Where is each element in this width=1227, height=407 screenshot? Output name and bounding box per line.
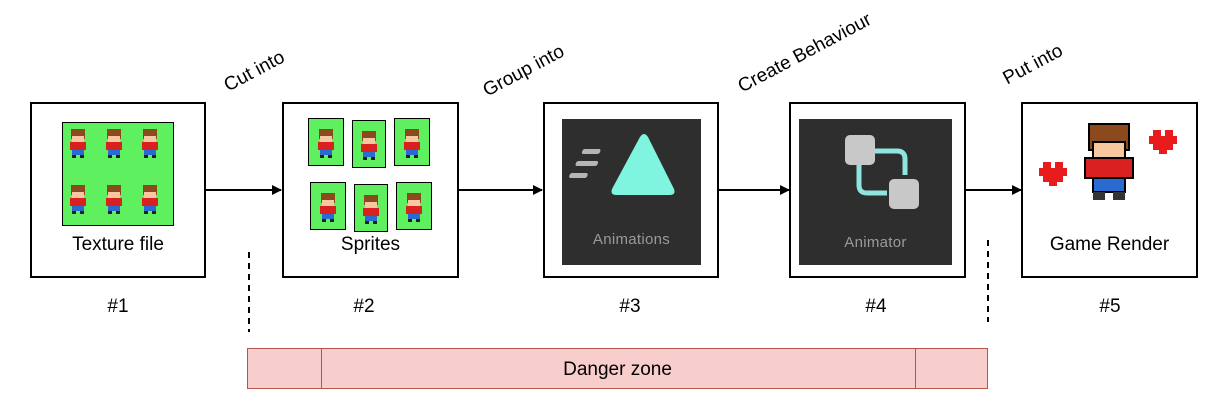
danger-zone-label: Danger zone: [563, 359, 672, 380]
sprite-tile: [308, 118, 344, 166]
node-number-1: #1: [107, 296, 129, 317]
node-number-3: #3: [619, 296, 641, 317]
node-number-2: #2: [353, 296, 375, 317]
node-animations: Animations: [543, 102, 719, 278]
node-texture-file: Texture file: [30, 102, 206, 278]
character-icon: [1084, 123, 1134, 200]
sprite-tile: [396, 182, 432, 230]
sprite-tile: [354, 184, 388, 232]
node-sprites: Sprites: [282, 102, 459, 278]
sprite-tile: [310, 182, 346, 230]
animator-caption: Animator: [844, 234, 907, 251]
node-animator: Animator: [789, 102, 966, 278]
node-game-render: Game Render: [1021, 102, 1198, 278]
node-number-4: #4: [865, 296, 887, 317]
danger-zone-left-cell: [248, 349, 322, 388]
node-label: Sprites: [340, 234, 401, 255]
node-label: Texture file: [72, 234, 164, 255]
node-label: Game Render: [1049, 234, 1170, 255]
animations-icon-tile: Animations: [562, 119, 701, 265]
heart-icon: [1039, 162, 1067, 186]
sprite-sheet-image: [62, 122, 174, 226]
animator-icon: [845, 135, 919, 209]
animator-icon-tile: Animator: [799, 119, 952, 265]
danger-zone-middle-cell: [321, 349, 916, 388]
sprite-tile: [394, 118, 430, 166]
danger-zone: Danger zone: [247, 348, 988, 389]
game-render-icon: [1039, 123, 1177, 200]
node-number-5: #5: [1099, 296, 1121, 317]
animations-icon: [569, 134, 675, 195]
heart-icon: [1149, 130, 1177, 154]
animations-caption: Animations: [592, 231, 671, 248]
character-sprites-icon: [70, 129, 158, 214]
sprite-tile: [352, 120, 386, 168]
